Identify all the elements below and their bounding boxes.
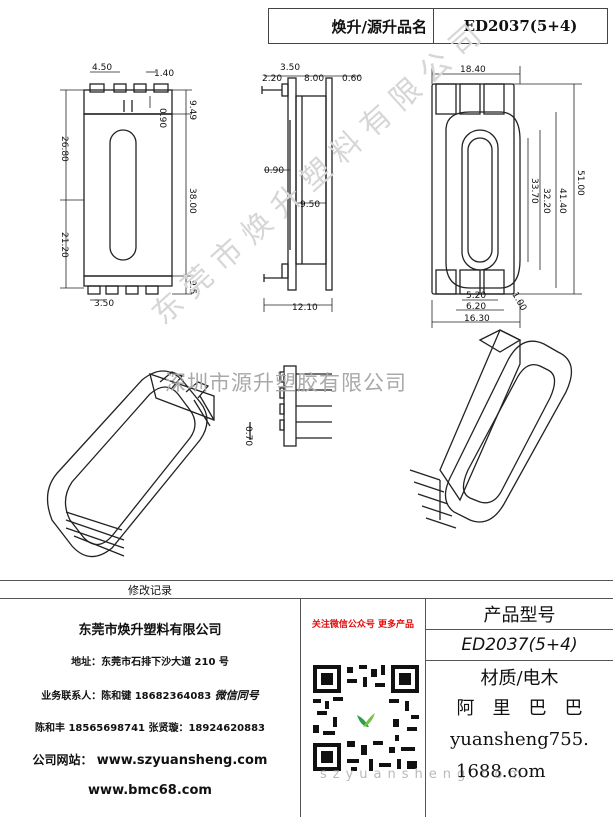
front-view <box>83 83 173 295</box>
revision-label: 修改记录 <box>128 583 172 597</box>
model-value: ED2037(5+4) <box>461 635 578 655</box>
dim-side-c: 0.60 <box>342 74 362 84</box>
dim-front-right-middle: 38.00 <box>187 188 197 214</box>
website-watermark: szyuansheng.com <box>320 767 528 782</box>
company-name: 东莞市焕升塑料有限公司 <box>78 623 222 638</box>
company-info: 东莞市焕升塑料有限公司 地址：东莞市石排下沙大道 210 号 业务联系人：陈和键… <box>0 599 300 817</box>
iso-left-view <box>46 370 215 558</box>
dim-front-right-bottom: 9.5 <box>187 280 197 294</box>
dim-front-left-lower: 21.20 <box>59 232 69 258</box>
company-watermark: 深圳市源升塑胶有限公司 <box>165 371 407 395</box>
model-label: 产品型号 <box>483 605 556 626</box>
dim-right-d: 51.00 <box>575 170 585 196</box>
dim-right-c: 41.40 <box>557 188 567 214</box>
contact-line-2: 陈和丰 18565698741 张贤璇：18924620883 <box>34 723 266 734</box>
dim-side-a: 2.20 <box>262 74 282 84</box>
dim-front-top-left: 4.50 <box>92 63 112 73</box>
side-view <box>261 77 333 291</box>
dim-side-d: 0.90 <box>264 166 284 176</box>
dim-front-left-upper: 26.80 <box>59 136 69 162</box>
model-value-divider <box>426 660 613 661</box>
website-1[interactable]: www.szyuansheng.com <box>96 753 268 768</box>
dim-side-e: 9.50 <box>300 200 320 210</box>
follow-wechat-text: 关注微信公众号 更多产品 <box>311 620 415 630</box>
divider-1 <box>300 598 301 817</box>
product-name-value: ED2037(5+4) <box>463 17 578 35</box>
contact-line-1: 业务联系人：陈和键 18682364083 微信同号 <box>0 687 300 703</box>
dim-side-bottom: 12.10 <box>292 303 318 313</box>
dim-front-right-top: 9.49 <box>187 100 197 120</box>
title-block: 修改记录 东莞市焕升塑料有限公司 地址：东莞市石排下沙大道 210 号 业务联系… <box>0 580 613 817</box>
website-2[interactable]: www.bmc68.com <box>88 783 212 798</box>
dim-right-f: 6.20 <box>466 302 486 312</box>
dim-front-bottom: 3.50 <box>94 299 114 309</box>
dim-front-top-right: 1.40 <box>154 69 174 79</box>
dim-right-a: 33.70 <box>529 178 539 204</box>
qr-code-icon[interactable] <box>311 663 421 773</box>
dim-right-g: 16.30 <box>464 314 490 324</box>
material: 材质/电木 <box>480 668 559 689</box>
shop-url-2[interactable]: 1688.com <box>456 760 546 782</box>
dim-right-e: 5.20 <box>466 291 486 301</box>
website-line-1: 公司网站： www.szyuansheng.com <box>0 751 300 768</box>
title-box: 焕升/源升品名 ED2037(5+4) <box>268 8 608 44</box>
revision-divider <box>0 598 613 599</box>
dim-side-top: 3.50 <box>280 63 300 73</box>
product-info: 产品型号 ED2037(5+4) 材质/电木 阿 里 巴 巴 yuansheng… <box>426 599 613 817</box>
dim-side-b: 8.00 <box>304 74 324 84</box>
model-divider <box>426 629 613 630</box>
dim-right-top: 18.40 <box>460 65 486 75</box>
shop-url-1[interactable]: yuansheng755. <box>450 728 589 750</box>
dim-pin-side: 0.70 <box>243 426 253 446</box>
pin-view <box>249 365 332 447</box>
dim-right-b: 32.20 <box>541 188 551 214</box>
website-label: 公司网站： <box>32 753 93 767</box>
top-view <box>431 83 521 295</box>
product-name-label: 焕升/源升品名 <box>269 9 434 43</box>
contact-1-text: 业务联系人：陈和键 18682364083 <box>41 691 212 702</box>
dim-front-slot: 0.90 <box>157 108 167 128</box>
divider-2 <box>425 598 426 817</box>
iso-right-view <box>409 329 573 529</box>
wechat-note: 微信同号 <box>214 689 259 702</box>
alibaba-label: 阿 里 巴 巴 <box>456 698 583 719</box>
company-address: 地址：东莞市石排下沙大道 210 号 <box>71 657 229 668</box>
technical-drawing: 4.50 1.40 0.90 9.49 26.80 21.20 38.00 9.… <box>46 63 585 558</box>
